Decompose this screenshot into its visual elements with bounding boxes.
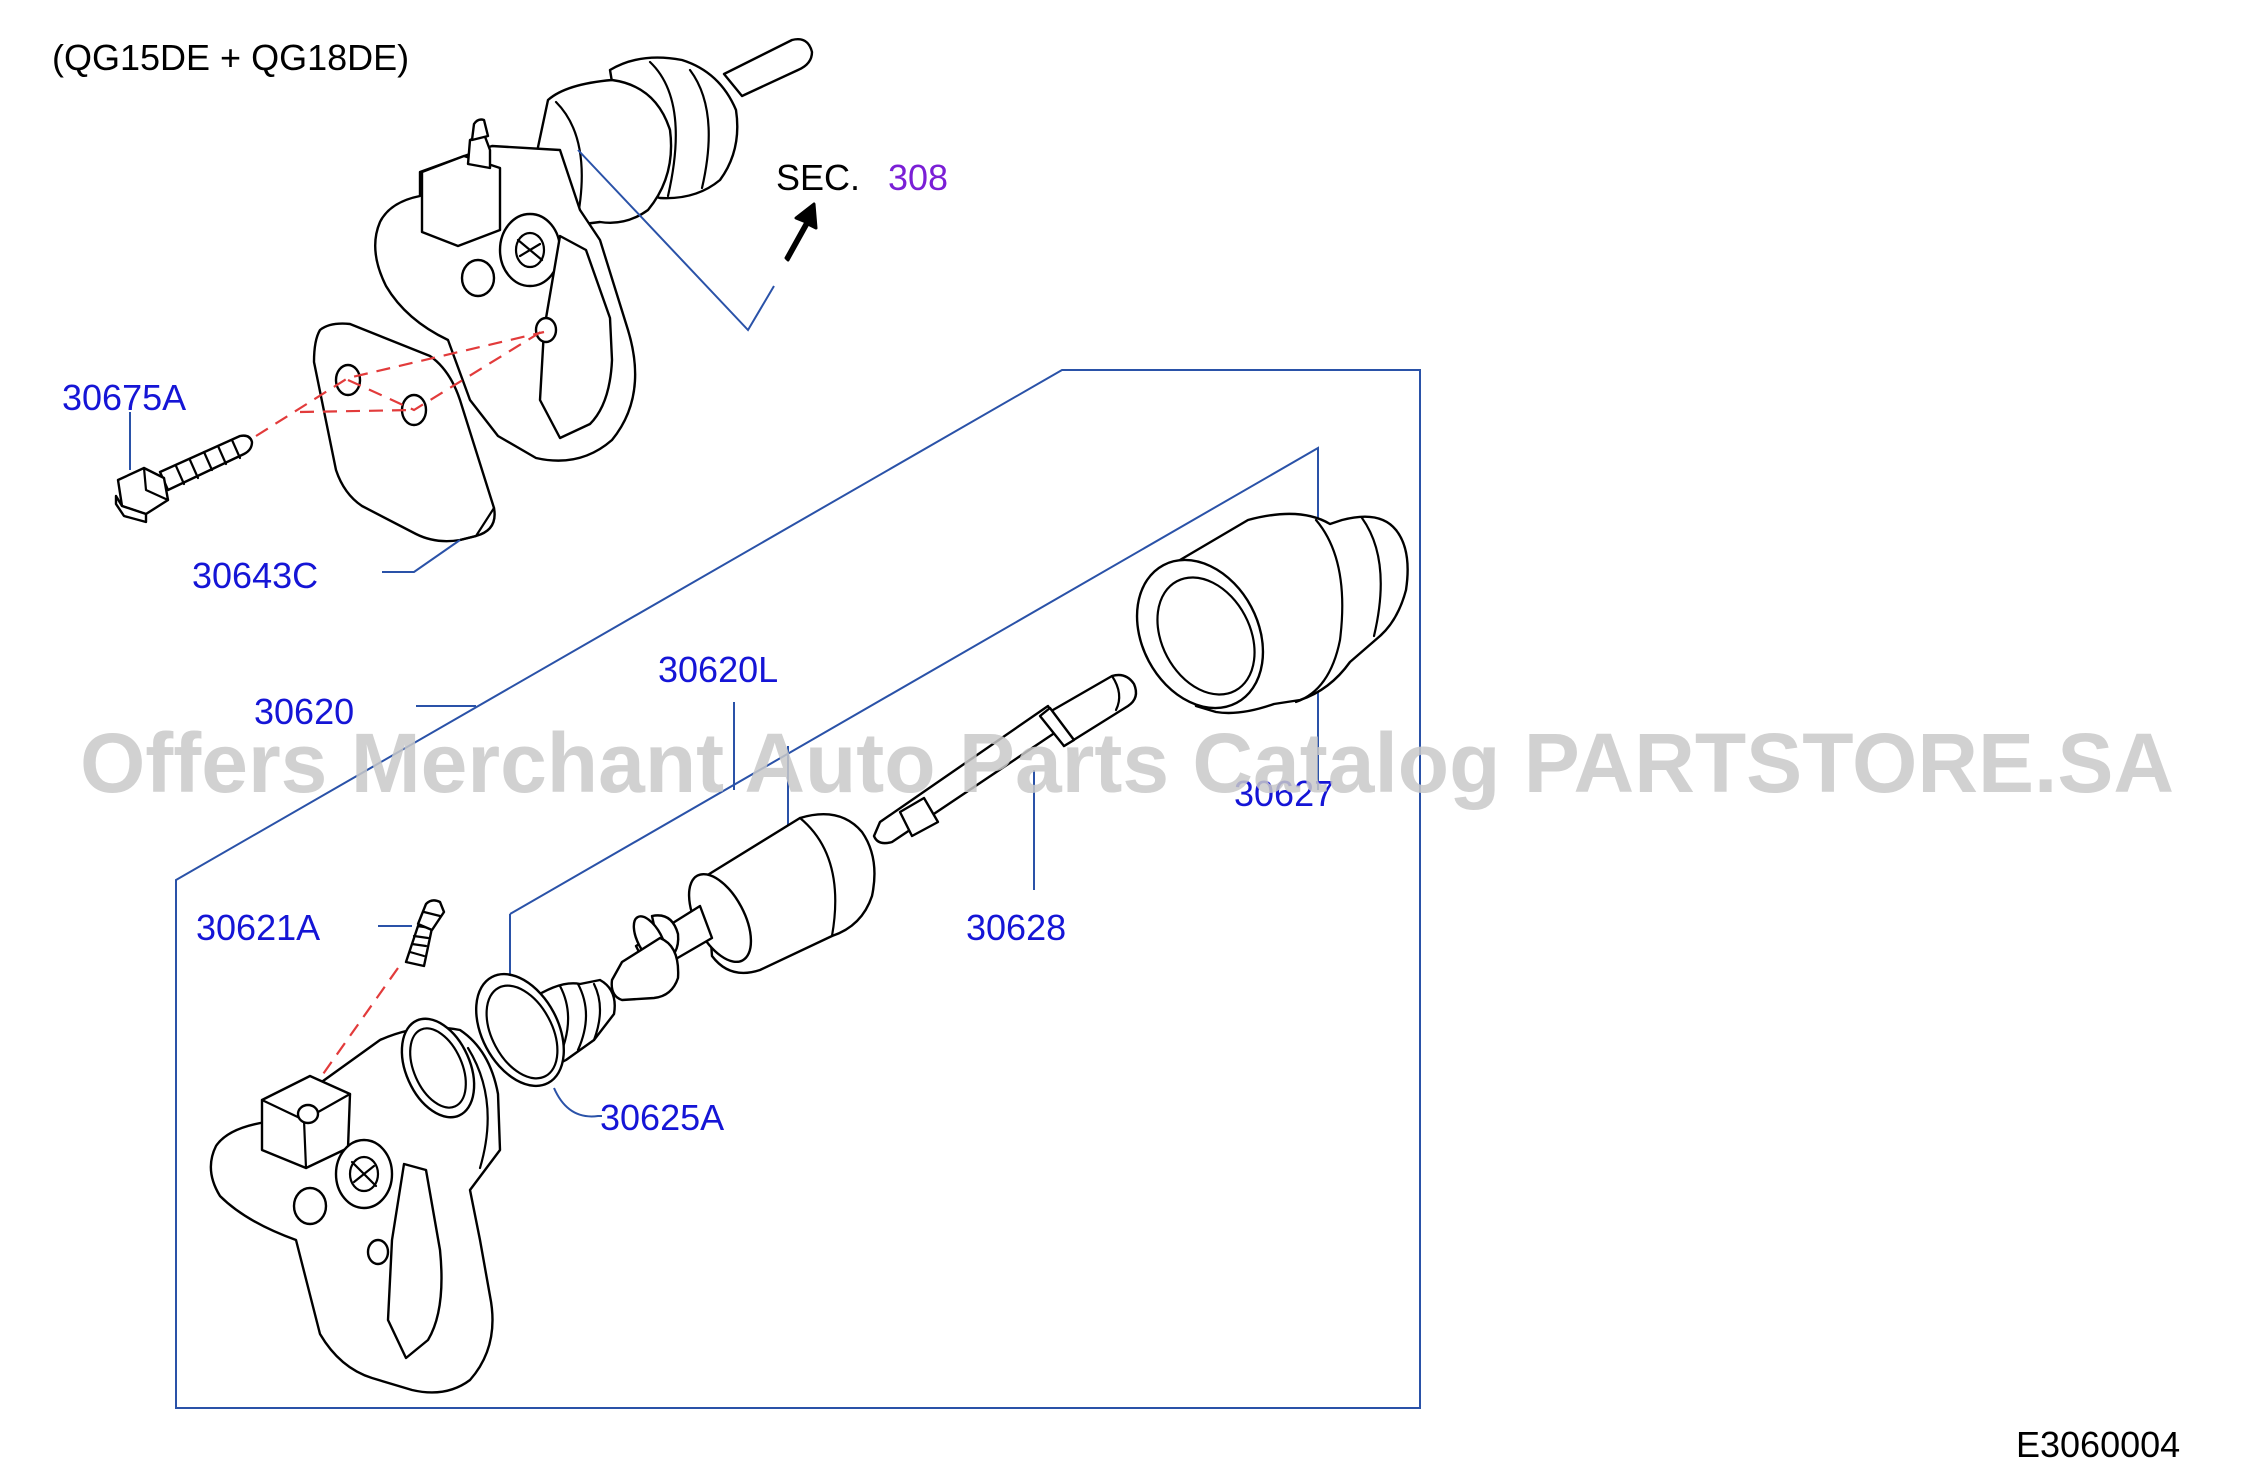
kit-frame-30620	[175, 369, 1421, 1409]
gasket-plate	[312, 322, 496, 543]
part-label-30620[interactable]: 30620	[254, 691, 354, 732]
cylinder-body	[209, 1017, 502, 1394]
sec-leader	[577, 149, 775, 332]
arrow-up-right-icon	[784, 202, 818, 262]
engine-note: (QG15DE + QG18DE)	[52, 37, 409, 78]
piston-seal	[474, 972, 616, 1088]
part-label-30627[interactable]: 30627	[1234, 773, 1334, 814]
bolt	[114, 434, 254, 524]
section-reference[interactable]: SEC. 308	[776, 157, 948, 198]
part-label-30643C[interactable]: 30643C	[192, 555, 318, 596]
part-label-30620L[interactable]: 30620L	[658, 649, 778, 690]
watermark: Offers Merchant Auto Parts Catalog PARTS…	[80, 716, 2174, 810]
bleeder-screw	[404, 899, 446, 968]
bleeder-alignment-line	[315, 967, 399, 1085]
hole-alignment-line	[299, 329, 545, 414]
part-label-30675A[interactable]: 30675A	[62, 377, 186, 418]
part-label-30621A[interactable]: 30621A	[196, 907, 320, 948]
part-label-30625A[interactable]: 30625A	[600, 1097, 724, 1138]
diagram-code: E3060004	[2016, 1424, 2180, 1465]
leader-30625A	[553, 1087, 602, 1118]
bolt-alignment-line	[255, 330, 545, 437]
part-label-30628[interactable]: 30628	[966, 907, 1066, 948]
piston	[610, 813, 876, 1002]
svg-text:308: 308	[888, 157, 948, 198]
push-rod	[872, 673, 1138, 845]
leader-30643C	[382, 539, 461, 573]
dust-boot	[1135, 512, 1409, 715]
svg-text:SEC.: SEC.	[776, 157, 860, 198]
assembled-operating-cylinder	[374, 38, 814, 462]
